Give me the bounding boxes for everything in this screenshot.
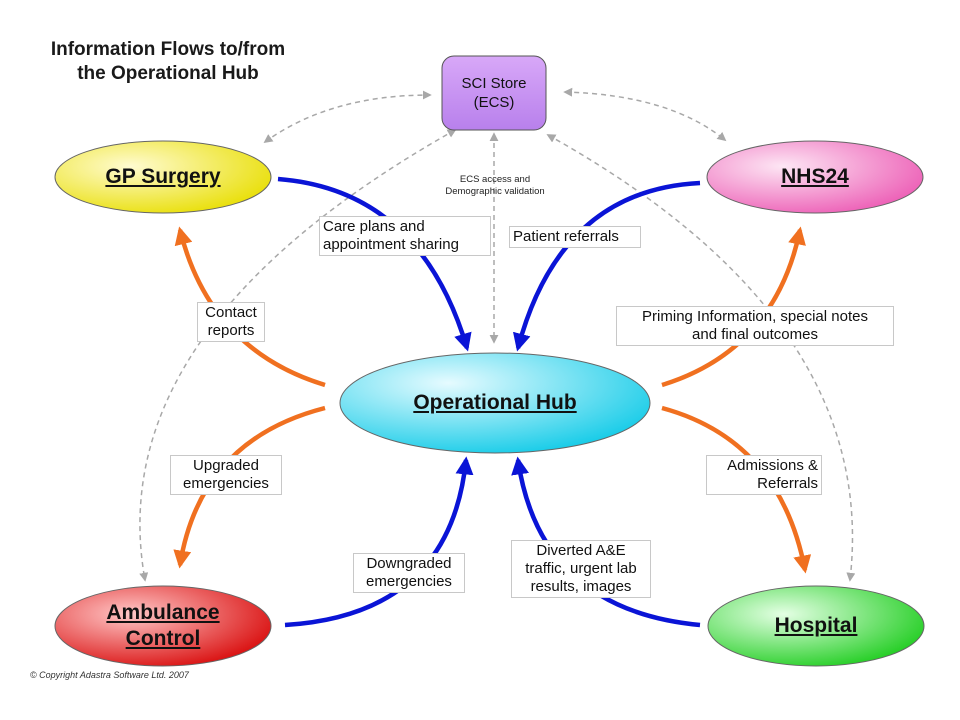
sci-store-box xyxy=(441,55,547,131)
gp-surgery-ellipse xyxy=(54,140,272,214)
gp-surgery-label: GP Surgery xyxy=(105,165,221,188)
flow-label-downgraded-emergencies: Downgraded emergencies xyxy=(353,553,465,593)
sci-store-label: SCI Store (ECS) xyxy=(461,75,527,111)
flow-label-diverted-ae: Diverted A&E traffic, urgent lab results… xyxy=(511,540,651,598)
flow-label-priming-information: Priming Information, special notes and f… xyxy=(616,306,894,346)
hospital-ellipse xyxy=(707,585,925,667)
dashed-arrow-sci-gp xyxy=(263,90,432,144)
nhs24-ellipse xyxy=(706,140,924,214)
dashed-arrow-sci-nhs24 xyxy=(563,87,727,142)
ecs-access-note: ECS access and Demographic validation xyxy=(445,174,545,197)
ambulance-control-ellipse xyxy=(54,585,272,667)
operational-hub-ellipse xyxy=(339,352,651,454)
blue-arrow-gp-to-hub xyxy=(277,176,472,352)
blue-arrow-ambulance-to-hub xyxy=(284,456,474,628)
flow-label-patient-referrals: Patient referrals xyxy=(509,226,641,248)
hospital-label: Hospital xyxy=(774,614,858,637)
flow-label-upgraded-emergencies: Upgraded emergencies xyxy=(170,455,282,495)
nhs24-label: NHS24 xyxy=(781,165,849,188)
ambulance-control-label: Ambulance Control xyxy=(106,601,220,650)
flow-label-care-plans: Care plans and appointment sharing xyxy=(319,216,491,256)
operational-hub-label: Operational Hub xyxy=(413,391,577,414)
flow-label-admissions-referrals: Admissions & Referrals xyxy=(706,455,822,495)
diagram-title: Information Flows to/from the Operationa… xyxy=(50,39,286,84)
dashed-arrow-sci-ambulance xyxy=(139,129,457,582)
flow-label-contact-reports: Contact reports xyxy=(197,302,265,342)
copyright-notice: © Copyright Adastra Software Ltd. 2007 xyxy=(30,670,189,680)
